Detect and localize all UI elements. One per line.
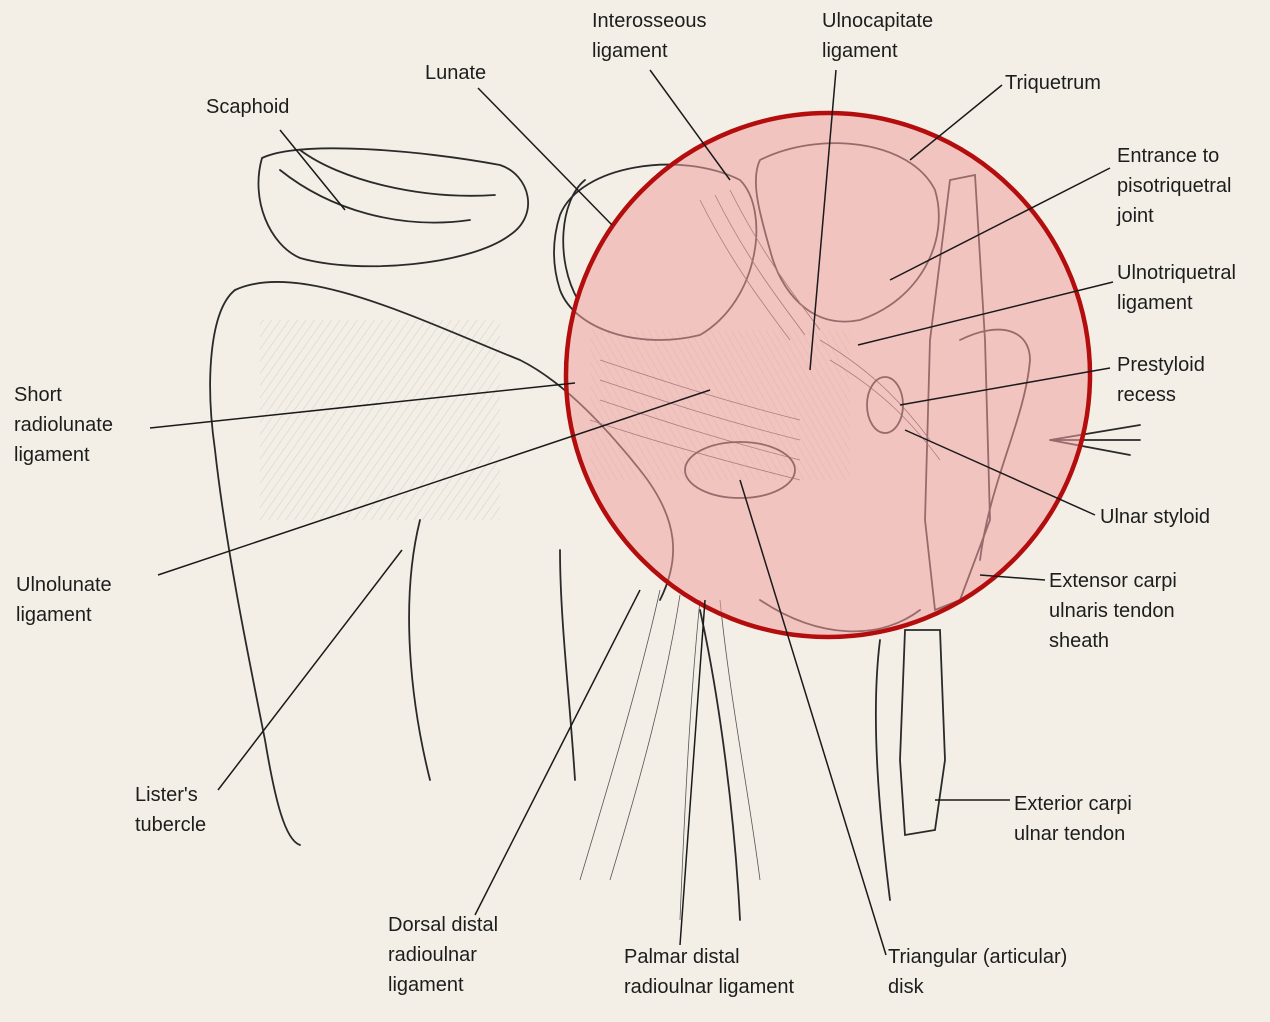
label-exterior-carpi-ulnar-tendon: Exterior carpi ulnar tendon — [1014, 789, 1132, 849]
label-listers-tubercle: Lister's tubercle — [135, 780, 206, 840]
label-short-radiolunate-ligament: Short radiolunate ligament — [14, 380, 113, 470]
label-interosseous-ligament: Interosseous ligament — [592, 6, 707, 66]
label-ulnocapitate-ligament: Ulnocapitate ligament — [822, 6, 933, 66]
label-triquetrum: Triquetrum — [1005, 68, 1101, 98]
label-ulnotriquetral-ligament: Ulnotriquetral ligament — [1117, 258, 1236, 318]
label-triangular-articular-disk: Triangular (articular) disk — [888, 942, 1067, 1002]
label-prestyloid-recess: Prestyloid recess — [1117, 350, 1205, 410]
scaphoid-bone — [258, 148, 528, 266]
label-dorsal-distal-radioulnar-ligament: Dorsal distal radioulnar ligament — [388, 910, 498, 1000]
label-scaphoid: Scaphoid — [206, 92, 289, 122]
label-ulnar-styloid: Ulnar styloid — [1100, 502, 1210, 532]
label-entrance-pisotriquetral-joint: Entrance to pisotriquetral joint — [1117, 141, 1232, 231]
label-lunate: Lunate — [425, 58, 486, 88]
label-ecu-tendon-sheath: Extensor carpi ulnaris tendon sheath — [1049, 566, 1177, 656]
label-ulnolunate-ligament: Ulnolunate ligament — [16, 570, 112, 630]
label-palmar-distal-radioulnar-ligament: Palmar distal radioulnar ligament — [624, 942, 794, 1002]
highlight-circle — [566, 113, 1090, 637]
